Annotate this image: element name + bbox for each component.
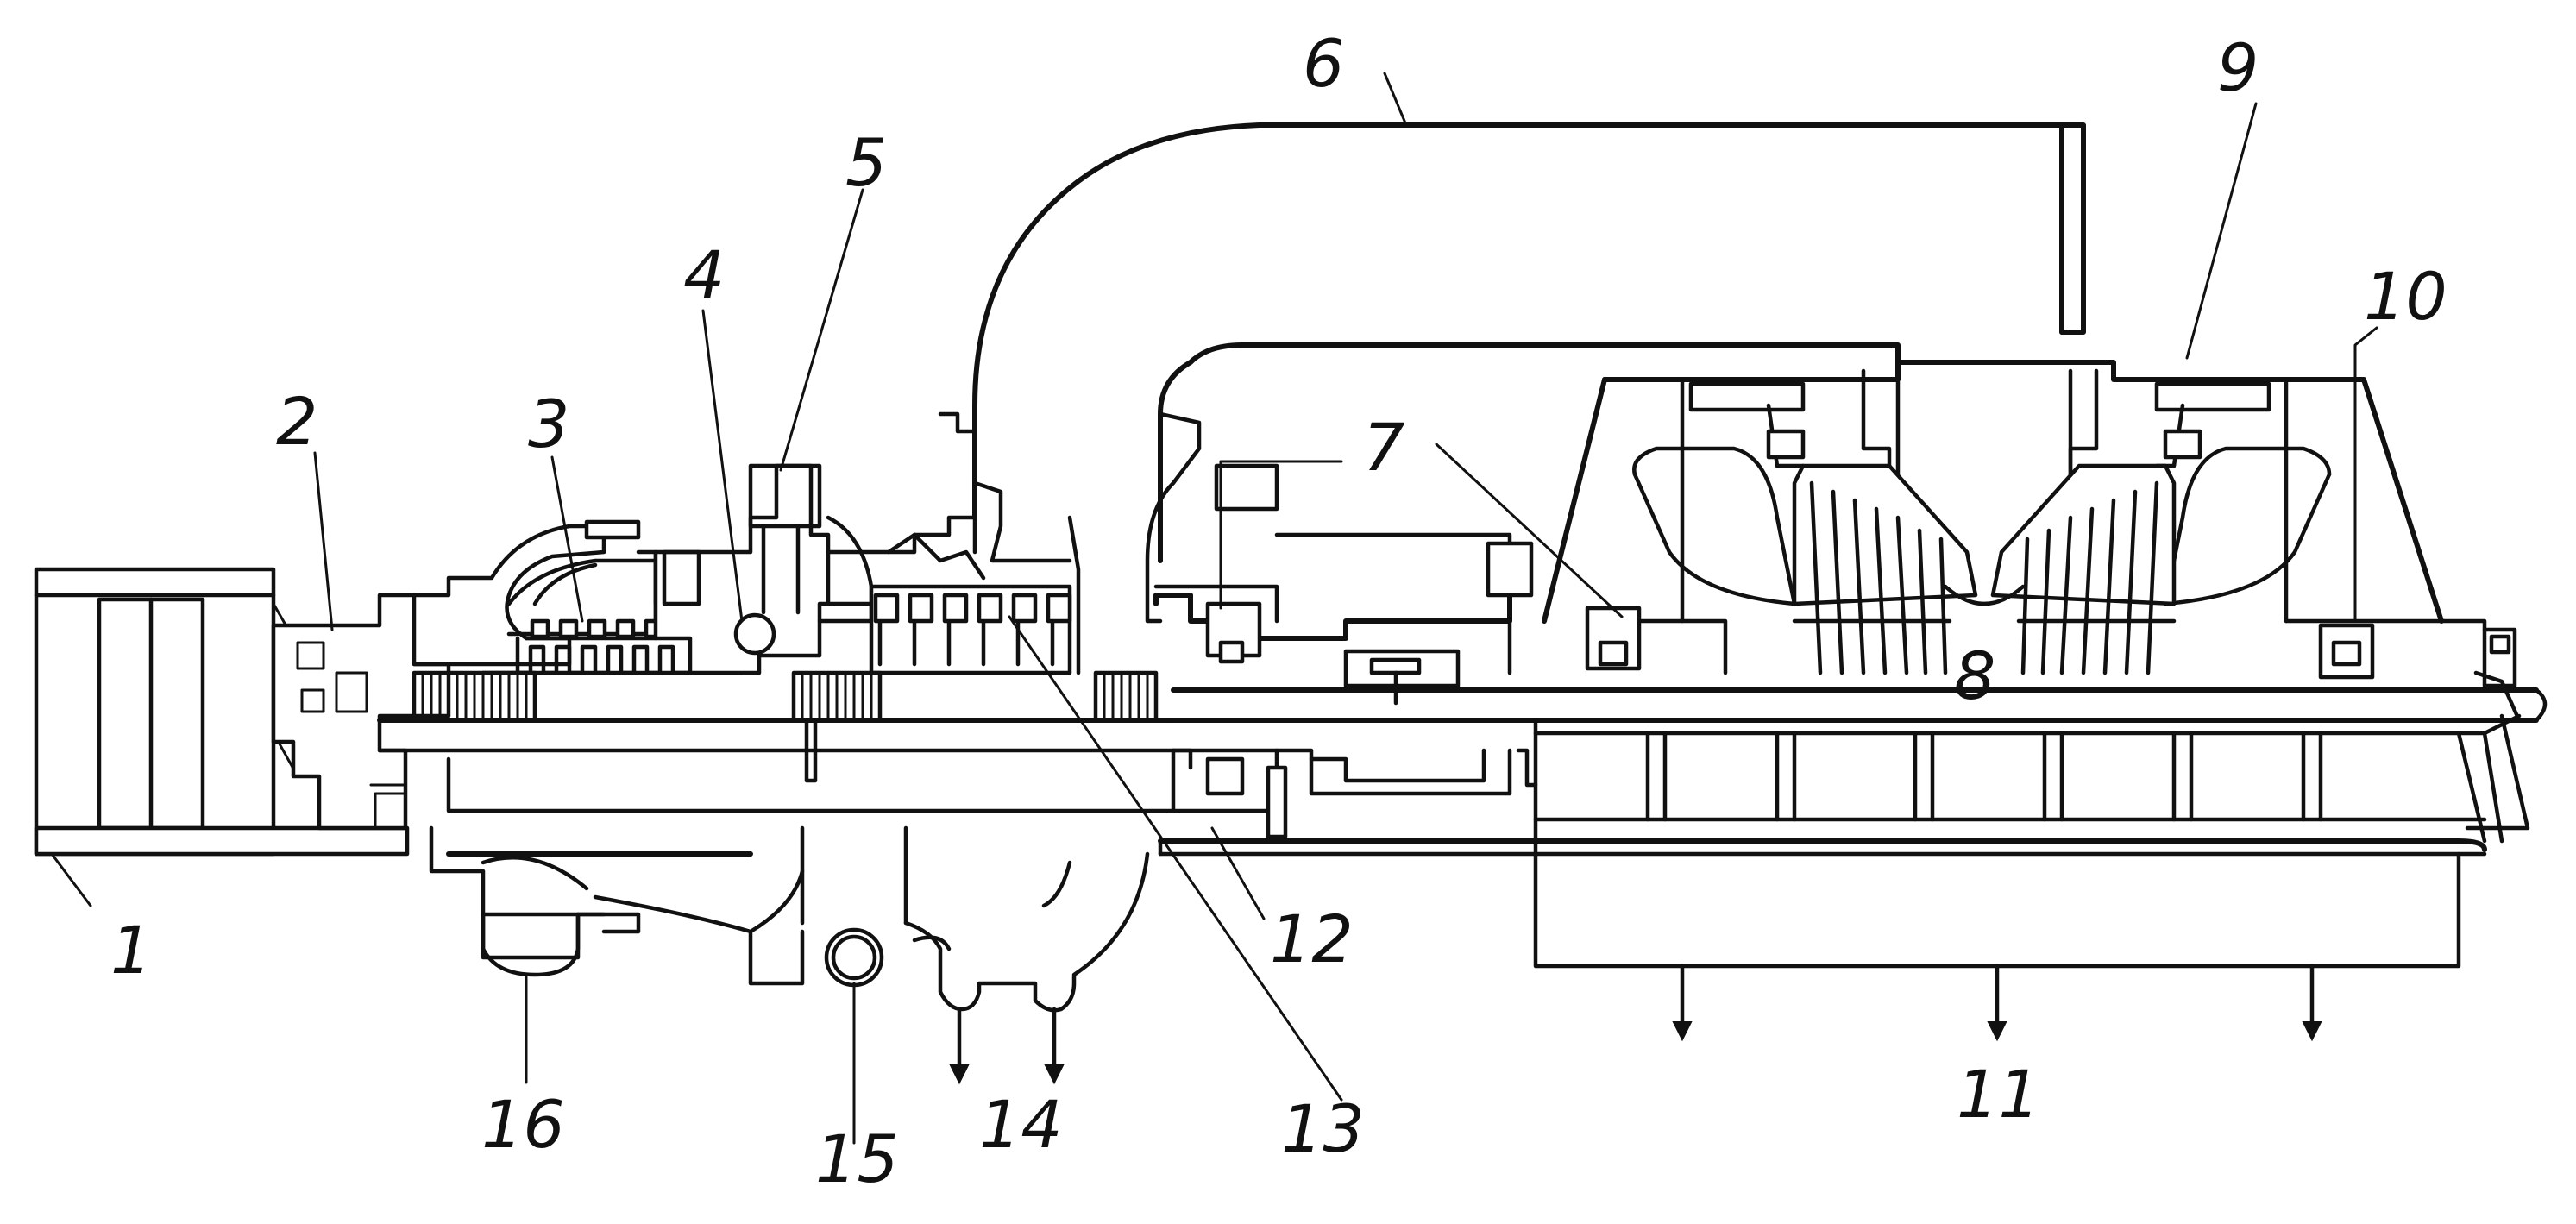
rear-bearing xyxy=(2284,618,2517,688)
compressor-intake-scroll xyxy=(412,519,658,667)
part-number-labels: 1 2 3 4 5 6 7 8 9 10 11 12 13 14 15 16 xyxy=(110,25,2447,1197)
label-12: 12 xyxy=(1270,901,1354,977)
label-5: 5 xyxy=(845,124,887,201)
turbine-blade-stages xyxy=(791,515,1159,723)
lp-turbine-blades xyxy=(1792,463,2177,675)
label-11: 11 xyxy=(1957,1056,2040,1133)
label-16: 16 xyxy=(481,1086,565,1163)
label-10: 10 xyxy=(2364,258,2447,335)
label-9: 9 xyxy=(2217,29,2259,106)
label-4: 4 xyxy=(683,236,725,313)
support-and-exhaust-duct xyxy=(1158,713,2530,969)
label-8: 8 xyxy=(1954,637,1995,714)
label-6: 6 xyxy=(1303,25,1344,102)
lp-turbine-hood xyxy=(1542,360,2444,624)
label-2: 2 xyxy=(276,383,317,460)
label-13: 13 xyxy=(1281,1090,1365,1167)
label-1: 1 xyxy=(110,912,152,989)
generator-block xyxy=(34,567,410,857)
label-3: 3 xyxy=(528,386,569,462)
combustion-section xyxy=(653,463,977,675)
main-casing xyxy=(1153,463,1728,706)
lower-casing xyxy=(429,825,1150,1013)
rotor-seal-hatch-left xyxy=(412,670,537,723)
label-14: 14 xyxy=(979,1086,1063,1163)
main-shaft xyxy=(377,670,2548,813)
leader-lines xyxy=(50,72,2378,1145)
crossover-pipe xyxy=(938,122,2086,624)
label-7: 7 xyxy=(1363,409,1404,486)
label-15: 15 xyxy=(815,1120,899,1197)
exhaust-arrows xyxy=(949,964,2322,1085)
